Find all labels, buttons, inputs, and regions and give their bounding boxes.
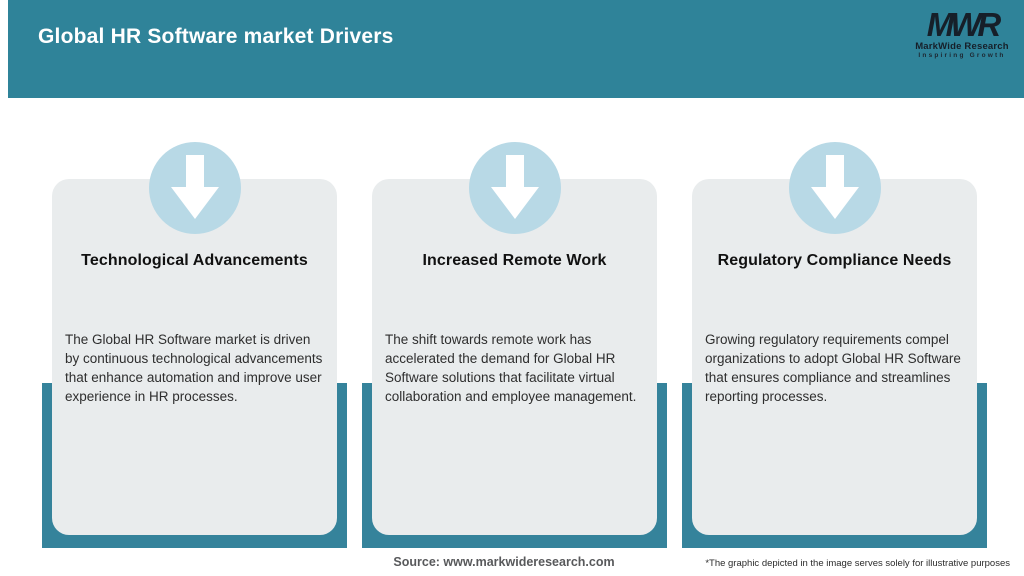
card-body-text: Growing regulatory requirements compel o…	[705, 332, 961, 404]
down-arrow-icon	[148, 142, 241, 234]
driver-column-3: Regulatory Compliance Needs Growing regu…	[682, 0, 987, 576]
driver-column-2: Increased Remote Work The shift towards …	[362, 0, 667, 576]
disclaimer-text: *The graphic depicted in the image serve…	[705, 558, 1010, 569]
driver-column-1: Technological Advancements The Global HR…	[42, 0, 347, 576]
logo-monogram-icon: MWR	[926, 6, 1001, 43]
down-arrow-icon	[468, 142, 561, 234]
down-arrow-icon	[788, 142, 881, 234]
driver-card-increased-remote-work: Increased Remote Work The shift towards …	[372, 142, 657, 535]
page-title: Global HR Software market Drivers	[38, 25, 394, 48]
card-title: Regulatory Compliance Needs	[717, 252, 952, 269]
logo-company-name: MarkWide Research	[915, 41, 1009, 52]
markwide-logo: MWR MarkWide Research Inspiring Growth	[914, 6, 1010, 59]
source-text: Source: www.markwideresearch.com	[393, 555, 615, 569]
header-bar: Global HR Software market Drivers MWR Ma…	[8, 0, 1024, 98]
logo-tagline: Inspiring Growth	[918, 52, 1006, 59]
driver-card-regulatory-compliance-needs: Regulatory Compliance Needs Growing regu…	[692, 142, 977, 535]
card-title: Technological Advancements	[81, 252, 308, 269]
driver-card-technological-advancements: Technological Advancements The Global HR…	[52, 142, 337, 535]
card-title: Increased Remote Work	[422, 252, 607, 269]
card-body-text: The shift towards remote work has accele…	[385, 332, 637, 404]
card-body-text: The Global HR Software market is driven …	[65, 332, 323, 404]
